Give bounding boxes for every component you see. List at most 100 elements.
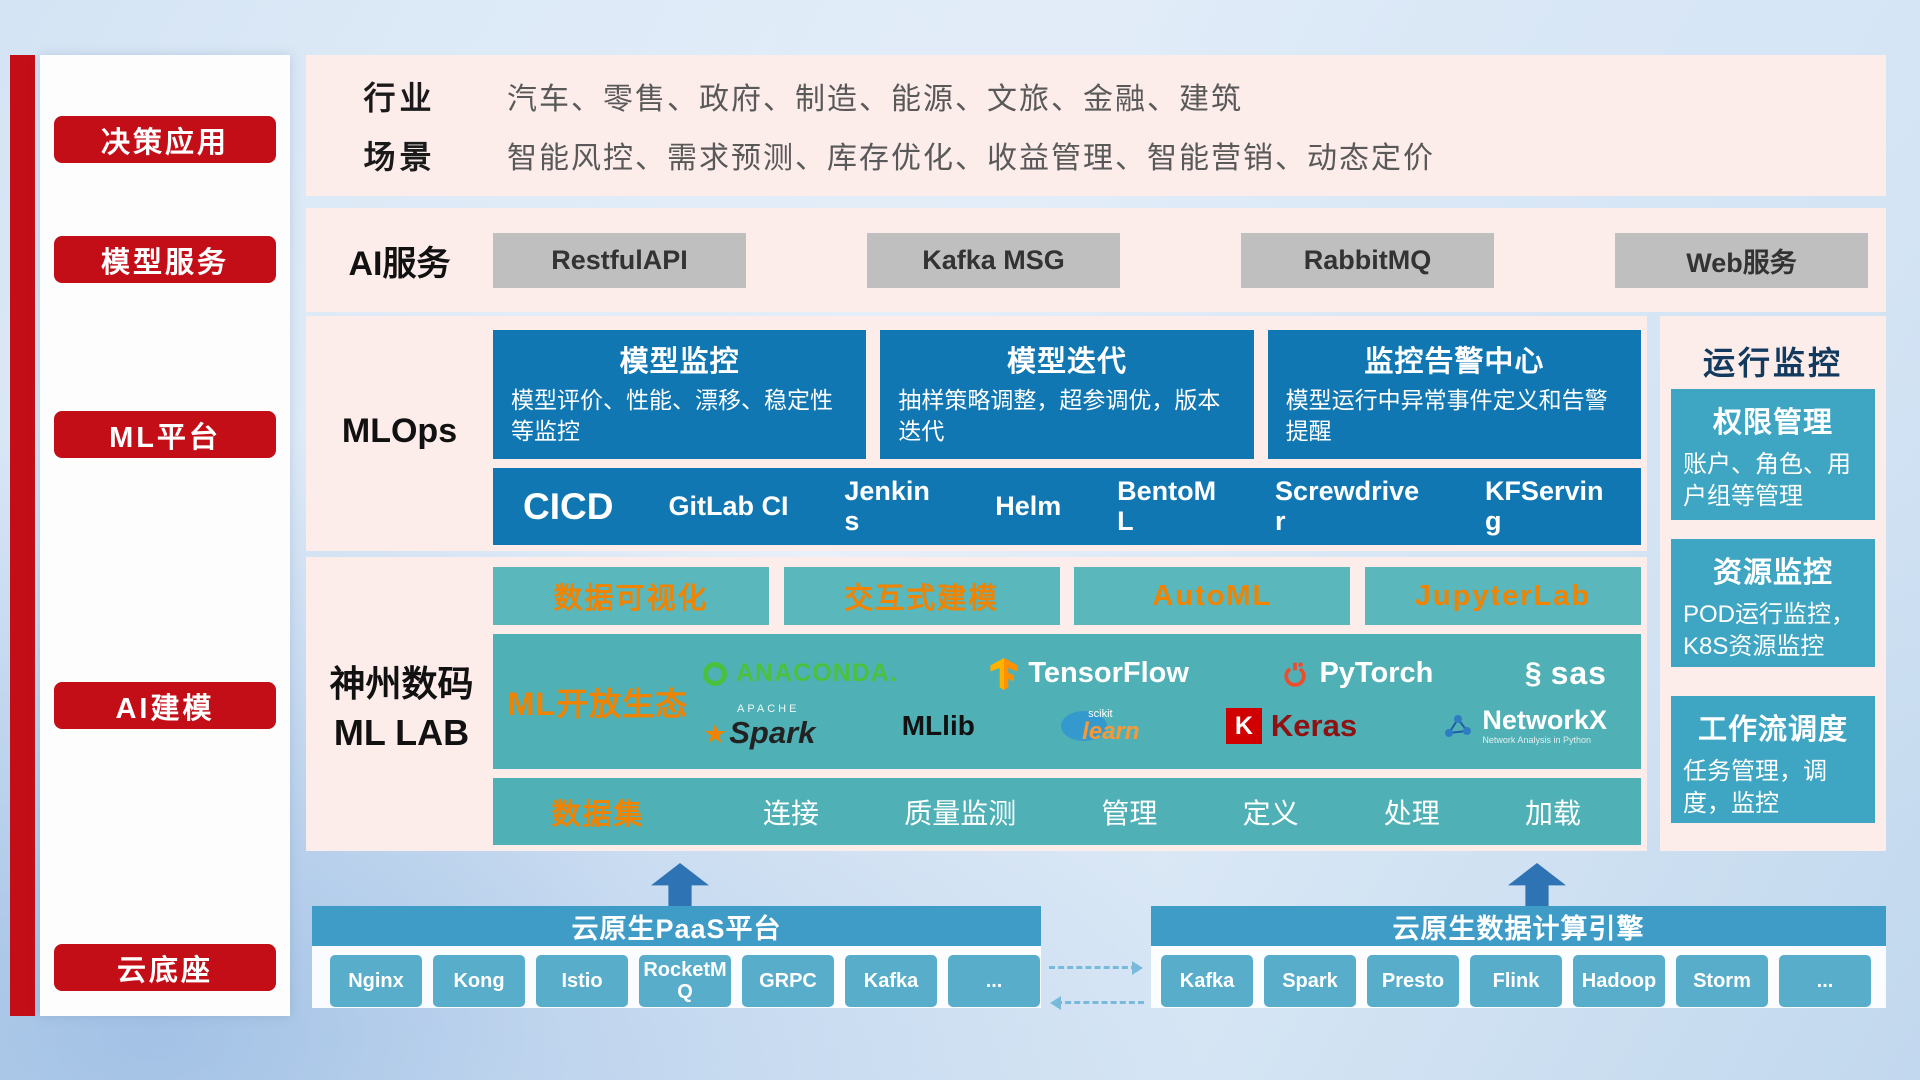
- scikit-learn-logo: scikit learn: [1061, 707, 1140, 745]
- nginx-chip[interactable]: Nginx: [330, 955, 422, 1007]
- anaconda-logo: ANACONDA.: [703, 659, 898, 688]
- scikit-label: scikit: [1088, 707, 1113, 720]
- card-desc: 账户、角色、用户组等管理: [1683, 451, 1851, 511]
- resource-monitor-card: 资源监控 POD运行监控，K8S资源监控: [1671, 539, 1875, 667]
- card-title: 资源监控: [1712, 557, 1833, 589]
- layer-sidebar: 决策应用 模型服务 ML平台 AI建模 云底座: [40, 55, 290, 1016]
- mlops-label: MLOps: [341, 412, 458, 450]
- spark-wordmark: APACHE ★ Spark: [703, 703, 816, 750]
- ml-tools-row: 数据可视化 交互式建模 AutoML JupyterLab: [493, 567, 1641, 625]
- istio-chip[interactable]: Istio: [536, 955, 628, 1007]
- mlops-panel: MLOps 模型监控 模型评价、性能、漂移、稳定性等监控 模型迭代 抽样策略调整…: [306, 316, 1647, 551]
- card-title: 权限管理: [1712, 407, 1833, 439]
- presto-chip[interactable]: Presto: [1367, 955, 1459, 1007]
- jenkins-item: Jenkins: [844, 475, 930, 536]
- sas-wordmark: sas: [1550, 655, 1607, 691]
- ml-lab-label: 神州数码 ML LAB: [314, 660, 489, 757]
- cicd-items: GitLab CI Jenkins Helm BentoML Screwdriv…: [668, 475, 1611, 536]
- jupyterlab-button[interactable]: JupyterLab: [1364, 567, 1641, 625]
- model-monitor-card: 模型监控 模型评价、性能、漂移、稳定性等监控: [493, 330, 867, 459]
- restful-api-button[interactable]: RestfulAPI: [493, 232, 746, 288]
- gitlab-ci-item: GitLab CI: [668, 490, 789, 521]
- engine-components: Kafka Spark Presto Flink Hadoop Storm ..…: [1161, 955, 1871, 1007]
- scene-line: 场景 智能风控、需求预测、库存优化、收益管理、智能营销、动态定价: [306, 132, 1886, 178]
- cicd-title: CICD: [523, 485, 614, 527]
- anaconda-wordmark: ANACONDA.: [736, 659, 898, 687]
- kong-chip[interactable]: Kong: [433, 955, 525, 1007]
- sas-logo: § sas: [1525, 655, 1607, 692]
- model-services-panel: AI服务 RestfulAPI Kafka MSG RabbitMQ Web服务: [306, 208, 1886, 312]
- more-chip[interactable]: ...: [948, 955, 1040, 1007]
- mllib-logo: MLlib: [902, 710, 975, 742]
- kafka-chip[interactable]: Kafka: [845, 955, 937, 1007]
- dataset-define: 定义: [1242, 797, 1299, 829]
- card-desc: 模型评价、性能、漂移、稳定性等监控: [511, 387, 833, 445]
- scene-label: 场景: [363, 138, 436, 175]
- scikit-learn-text: learn: [1082, 717, 1140, 745]
- flink-chip[interactable]: Flink: [1470, 955, 1562, 1007]
- paas-up-arrow-icon: [651, 863, 709, 906]
- ai-service-label: AI服务: [348, 244, 451, 283]
- spark-chip[interactable]: Spark: [1264, 955, 1356, 1007]
- interactive-modeling-button[interactable]: 交互式建模: [783, 567, 1060, 625]
- mllib-wordmark: MLlib: [901, 710, 975, 741]
- dataset-manage: 管理: [1101, 797, 1158, 829]
- more-chip[interactable]: ...: [1779, 955, 1871, 1007]
- dataset-label: 数据集: [551, 798, 645, 831]
- left-accent-strip: [10, 55, 35, 1016]
- ai-service-buttons: RestfulAPI Kafka MSG RabbitMQ Web服务: [493, 232, 1868, 288]
- networkx-wordmark: NetworkX: [1482, 705, 1607, 736]
- web-service-button[interactable]: Web服务: [1615, 232, 1868, 288]
- ecosystem-logos: ANACONDA. TensorFlow: [703, 655, 1641, 748]
- card-title: 模型监控: [619, 346, 740, 378]
- sidebar-item-decision-apps[interactable]: 决策应用: [54, 116, 276, 163]
- grpc-chip[interactable]: GRPC: [742, 955, 834, 1007]
- automl-button[interactable]: AutoML: [1074, 567, 1351, 625]
- keras-k-icon: K: [1225, 708, 1262, 744]
- sidebar-item-ml-platform[interactable]: ML平台: [54, 411, 276, 458]
- dataset-load: 加载: [1524, 797, 1581, 829]
- card-desc: 任务管理，调度，监控: [1683, 758, 1827, 818]
- hadoop-chip[interactable]: Hadoop: [1573, 955, 1665, 1007]
- ml-lab-label-line1: 神州数码: [329, 663, 474, 704]
- sidebar-item-model-services[interactable]: 模型服务: [54, 236, 276, 283]
- dashed-arrow-left-icon: [1050, 996, 1144, 1010]
- decision-apps-panel: 行业 汽车、零售、政府、制造、能源、文旅、金融、建筑 场景 智能风控、需求预测、…: [306, 55, 1886, 196]
- apache-spark-logo: APACHE ★ Spark: [703, 703, 816, 750]
- pytorch-icon: [1284, 661, 1307, 687]
- industry-line: 行业 汽车、零售、政府、制造、能源、文旅、金融、建筑: [306, 73, 1886, 119]
- bentoml-item: BentoML: [1117, 475, 1217, 536]
- data-engine-bar: 云原生数据计算引擎: [1151, 906, 1886, 946]
- ml-lab-panel: 神州数码 ML LAB 数据可视化 交互式建模 AutoML JupyterLa…: [306, 557, 1647, 851]
- sidebar-item-ai-modeling[interactable]: AI建模: [54, 682, 276, 729]
- model-iteration-card: 模型迭代 抽样策略调整，超参调优，版本迭代: [880, 330, 1254, 459]
- run-monitor-title: 运行监控: [1702, 345, 1843, 381]
- card-desc: 抽样策略调整，超参调优，版本迭代: [898, 387, 1221, 445]
- dataset-quality: 质量监测: [904, 797, 1017, 829]
- networkx-subtitle: Network Analysis in Python: [1482, 734, 1591, 745]
- apache-label: APACHE: [737, 703, 800, 715]
- rabbitmq-button[interactable]: RabbitMQ: [1241, 232, 1494, 288]
- kafka-msg-button[interactable]: Kafka MSG: [867, 232, 1120, 288]
- rocketmq-chip[interactable]: RocketMQ: [639, 955, 731, 1007]
- sidebar-item-cloud-base[interactable]: 云底座: [54, 944, 276, 991]
- dataset-process: 处理: [1383, 797, 1440, 829]
- storm-chip[interactable]: Storm: [1676, 955, 1768, 1007]
- keras-logo: K Keras: [1225, 708, 1358, 744]
- networkx-logo: NetworkX Network Analysis in Python: [1443, 706, 1607, 746]
- helm-item: Helm: [995, 490, 1062, 521]
- alert-center-card: 监控告警中心 模型运行中异常事件定义和告警提醒: [1267, 330, 1641, 459]
- ml-lab-label-line2: ML LAB: [333, 711, 470, 753]
- cicd-bar: CICD GitLab CI Jenkins Helm BentoML Scre…: [493, 468, 1641, 545]
- tensorflow-icon: [990, 657, 1018, 690]
- data-visualization-button[interactable]: 数据可视化: [493, 567, 769, 625]
- keras-wordmark: Keras: [1270, 708, 1358, 743]
- card-title: 工作流调度: [1697, 714, 1848, 746]
- paas-platform-bar: 云原生PaaS平台: [312, 906, 1041, 946]
- card-desc: POD运行监控，K8S资源监控: [1683, 601, 1856, 661]
- pytorch-logo: PyTorch: [1280, 657, 1433, 690]
- engine-up-arrow-icon: [1508, 863, 1566, 906]
- spark-text: Spark: [729, 715, 816, 750]
- logo-row-2: APACHE ★ Spark MLlib scikit: [703, 703, 1607, 750]
- kafka-chip[interactable]: Kafka: [1161, 955, 1253, 1007]
